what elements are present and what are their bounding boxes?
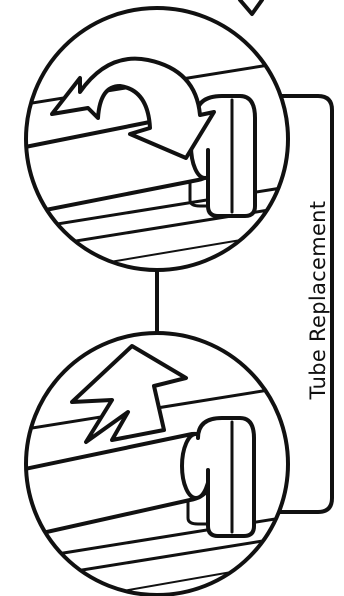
rotate-step-frame — [24, 6, 290, 272]
lift-step-frame — [24, 331, 290, 596]
tube-replacement-label: Tube Replacement — [306, 200, 330, 400]
up-arrow-icon — [70, 344, 188, 444]
arrow-fragment — [238, 0, 264, 16]
label-bracket — [274, 94, 334, 514]
rotate-arrow-icon — [50, 56, 216, 160]
